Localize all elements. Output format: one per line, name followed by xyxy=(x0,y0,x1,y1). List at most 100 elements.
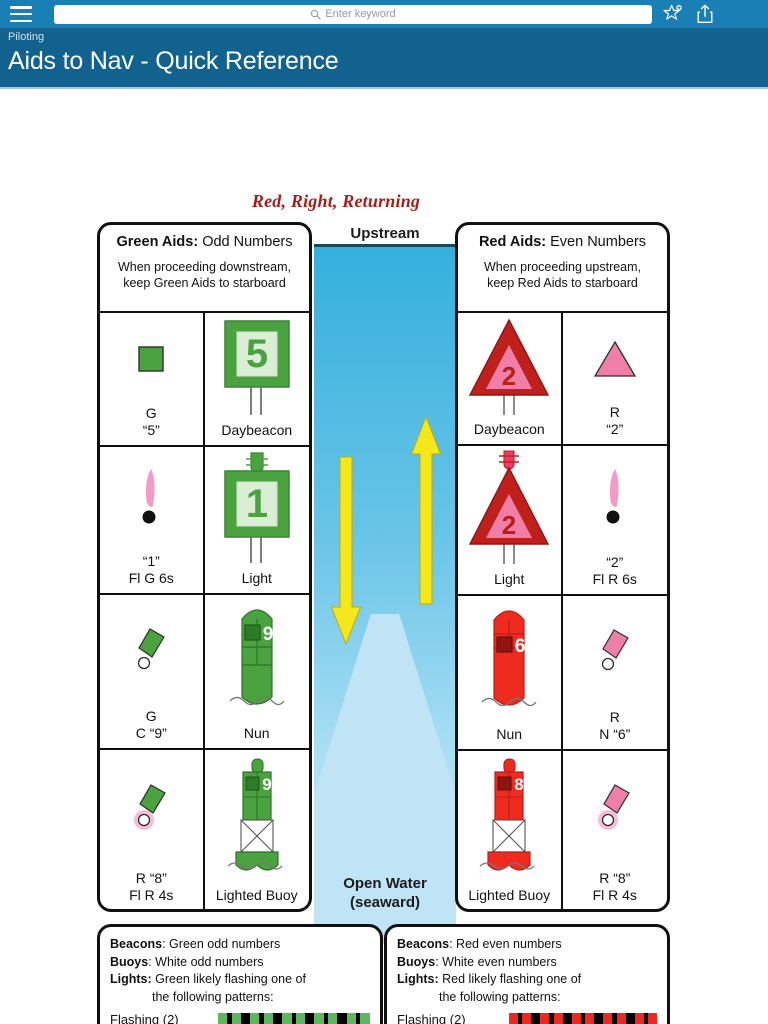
red-lighted-buoy-icon: 8 xyxy=(458,751,561,887)
cap-line2: “2” xyxy=(606,421,624,438)
red-subtitle-2: keep Red Aids to starboard xyxy=(487,276,638,290)
green-flash-symbol xyxy=(100,447,203,553)
text: : Green odd numbers xyxy=(162,937,281,951)
upstream-label: Upstream xyxy=(350,225,420,242)
red-light-number: 2 xyxy=(502,510,516,540)
red-cell-flash[interactable]: “2” Fl R 6s xyxy=(562,446,667,596)
page-title: Aids to Nav - Quick Reference xyxy=(8,47,339,75)
red-legend-lights: Lights: Red likely flashing one of xyxy=(397,971,657,989)
red-cell-daybeacon-caption: Daybeacon xyxy=(473,421,545,438)
open-water-label: Open Water (seaward) xyxy=(314,874,456,912)
green-cell-lighted-symbol[interactable]: R “8” Fl R 4s xyxy=(100,750,205,909)
search-icon xyxy=(311,9,321,20)
green-cell-light[interactable]: 1 Light xyxy=(204,447,310,595)
green-subtitle-2: keep Green Aids to starboard xyxy=(123,276,286,290)
green-cell-flash-caption: “1” Fl G 6s xyxy=(129,553,174,589)
red-legend-beacons: Beacons: Red even numbers xyxy=(397,936,657,954)
green-lighted-buoy-icon: 9 xyxy=(205,750,310,887)
red-cell-nun-caption: Nun xyxy=(496,725,523,742)
header-divider xyxy=(0,87,768,89)
red-cell-flash-caption: “2” Fl R 6s xyxy=(593,554,637,590)
red-cell-lighted-symbol-caption: R “8” Fl R 4s xyxy=(593,870,637,906)
breadcrumb[interactable]: Piloting xyxy=(8,31,45,43)
red-cell-daybeacon[interactable]: 2 Daybeacon xyxy=(458,313,563,447)
green-aid-grid: G “5” 5 Daybeacon xyxy=(100,313,310,909)
red-lighted-buoy-number: 8 xyxy=(515,775,524,794)
pattern-row: Flashing (2) xyxy=(397,1010,657,1024)
label: Buoys xyxy=(397,954,436,969)
text: : Red even numbers xyxy=(449,937,562,951)
red-cell-nun-symbol[interactable]: R N “6” xyxy=(562,596,668,751)
cap-line2: N “6” xyxy=(599,725,631,742)
green-cell-lighted-buoy-caption: Lighted Buoy xyxy=(215,887,298,903)
green-nun-buoy-icon: 9 xyxy=(205,595,310,726)
open-water-line1: Open Water xyxy=(343,875,427,892)
hamburger-menu-icon[interactable] xyxy=(10,6,32,22)
share-icon[interactable] xyxy=(694,3,716,25)
red-title-bold: Red Aids: xyxy=(478,234,547,250)
label: Beacons xyxy=(397,937,450,951)
cap-line2: “5” xyxy=(142,421,160,438)
channel-graphic xyxy=(314,244,456,944)
search-input[interactable]: Enter keyword xyxy=(54,4,652,24)
cap-line1: G xyxy=(145,404,157,421)
green-cell-square-caption: G “5” xyxy=(143,405,160,441)
pattern-name: Flashing (2) xyxy=(397,1011,466,1024)
green-can-symbol xyxy=(100,595,203,709)
green-legend-beacons: Beacons: Green odd numbers xyxy=(110,936,370,954)
green-lighted-symbol xyxy=(100,750,203,870)
green-title-rest: Odd Numbers xyxy=(198,234,293,250)
red-subtitle-1: When proceeding upstream, xyxy=(483,260,642,274)
red-triangle-symbol xyxy=(563,313,668,404)
green-subtitle-1: When proceeding downstream, xyxy=(117,260,291,274)
green-legend-lights: Lights: Green likely flashing one of xyxy=(110,971,370,989)
green-cell-flash[interactable]: “1” Fl G 6s xyxy=(100,446,205,595)
cap-line1: R “8” xyxy=(599,870,631,886)
red-cell-nun[interactable]: 6 Nun xyxy=(458,595,563,751)
red-aids-panel: Red Aids: Even Numbers When proceeding u… xyxy=(455,222,670,912)
green-legend-lights-2: the following patterns: xyxy=(152,989,274,1004)
open-water-line2: (seaward) xyxy=(349,894,421,911)
green-cell-square[interactable]: G “5” xyxy=(100,313,205,447)
star-add-icon[interactable] xyxy=(662,3,684,25)
green-cell-lighted-symbol-caption: R “8” Fl R 4s xyxy=(129,870,173,906)
red-lighted-symbol xyxy=(563,751,668,870)
red-light-icon: 2 xyxy=(458,446,561,570)
cap-line1: R xyxy=(609,404,620,421)
green-lighted-buoy-number: 9 xyxy=(262,775,271,794)
pattern-bar xyxy=(218,1012,370,1024)
cap-line2: Fl R 6s xyxy=(592,570,637,587)
green-cell-can[interactable]: G C “9” xyxy=(100,594,205,751)
green-title-bold: Green Aids: xyxy=(116,234,199,250)
reference-diagram: Red, Right, Returning Upstream Open Wate… xyxy=(0,89,768,1024)
cap-line1: G xyxy=(145,708,157,725)
red-panel-header: Red Aids: Even Numbers When proceeding u… xyxy=(458,225,667,313)
red-daybeacon-number: 2 xyxy=(502,361,516,391)
red-cell-triangle[interactable]: R “2” xyxy=(562,313,668,447)
green-panel-title: Green Aids: Odd Numbers xyxy=(106,234,303,250)
text: : White odd numbers xyxy=(148,954,264,969)
red-cell-light-caption: Light xyxy=(494,570,525,587)
red-aid-grid: 2 Daybeacon R “2” xyxy=(458,313,668,909)
motto-text: Red, Right, Returning xyxy=(251,191,421,211)
red-cell-lighted-symbol[interactable]: R “8” Fl R 4s xyxy=(563,751,668,909)
cap-line1: R xyxy=(609,708,620,725)
green-cell-daybeacon[interactable]: 5 Daybeacon xyxy=(204,313,309,447)
green-cell-nun-caption: Nun xyxy=(243,725,270,742)
red-cell-lighted-buoy[interactable]: 8 Lighted Buoy xyxy=(458,750,563,909)
red-daybeacon-icon: 2 xyxy=(458,313,561,421)
cap-line1: “2” xyxy=(606,553,624,570)
green-cell-nun[interactable]: 9 Nun xyxy=(204,595,310,751)
green-cell-can-caption: G C “9” xyxy=(136,708,167,744)
green-legend-box: Beacons: Green odd numbers Buoys: White … xyxy=(97,924,383,1024)
red-nun-buoy-icon: 6 xyxy=(458,596,561,726)
green-light-icon: 1 xyxy=(205,447,310,570)
green-cell-light-caption: Light xyxy=(241,569,272,586)
cap-line1: R “8” xyxy=(135,870,167,886)
page-header: Piloting Aids to Nav - Quick Reference xyxy=(0,28,768,87)
green-cell-daybeacon-caption: Daybeacon xyxy=(221,421,293,438)
red-cell-light[interactable]: 2 Light xyxy=(458,446,563,596)
green-cell-lighted-buoy[interactable]: 9 Lighted Buoy xyxy=(205,750,310,909)
red-nun-symbol xyxy=(563,596,668,709)
green-pattern-table: Flashing (2)FlashingOccultingQuick Flash… xyxy=(110,1010,370,1024)
